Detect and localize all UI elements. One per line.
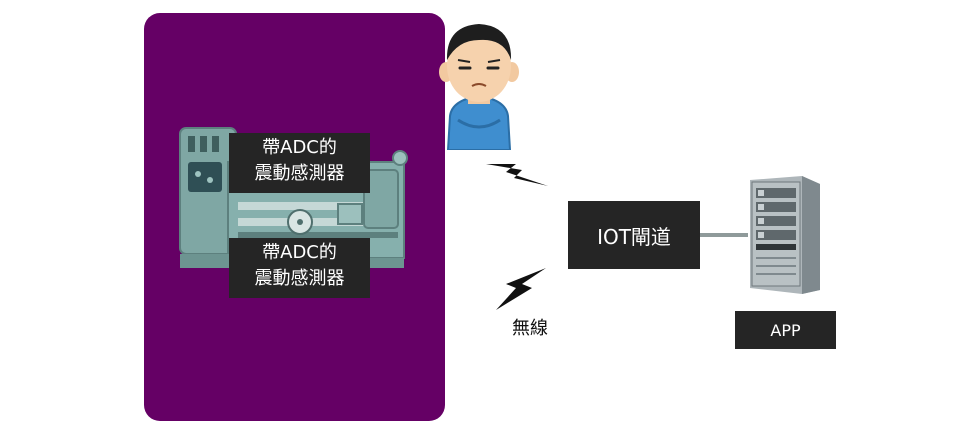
vibration-sensor-label-1: 帶ADC的 震動感測器	[229, 133, 370, 193]
wireless-label: 無線	[512, 318, 548, 339]
vibration-sensor-label-2: 帶ADC的 震動感測器	[229, 238, 370, 298]
iot-gateway-box: IOT閘道	[568, 201, 700, 269]
worker-icon	[439, 24, 519, 150]
sensor-label-line-2: 震動感測器	[254, 268, 345, 289]
app-box: APP	[735, 311, 836, 349]
sensor-label-line-1: 帶ADC的	[262, 137, 337, 158]
gateway-server-connector	[700, 233, 748, 237]
lightning-bolt-icon	[486, 164, 548, 186]
app-label: APP	[770, 320, 801, 340]
sensor-label-line-2: 震動感測器	[254, 163, 345, 184]
sensor-label-line-1: 帶ADC的	[262, 242, 337, 263]
server-tower-icon	[750, 176, 820, 294]
lightning-bolt-icon	[496, 268, 546, 310]
gateway-label: IOT閘道	[597, 224, 671, 249]
